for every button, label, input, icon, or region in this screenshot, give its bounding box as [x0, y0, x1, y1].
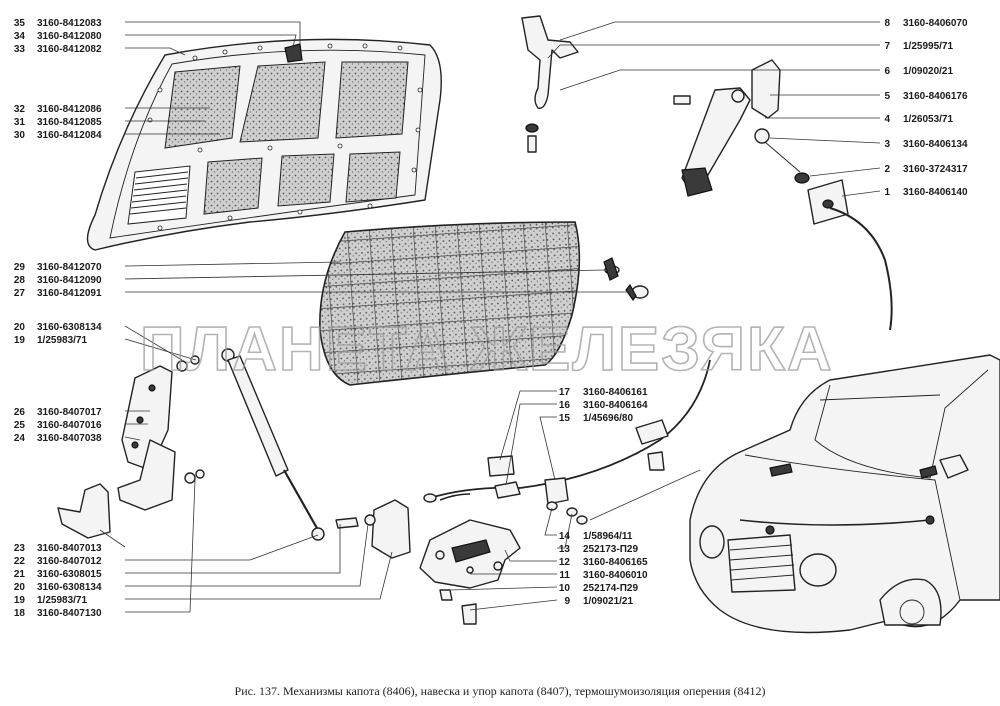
label-part-code: 3160-8412082: [37, 44, 102, 55]
label-number: 11: [559, 570, 570, 581]
label-number: 35: [14, 18, 26, 29]
label-part-code: 3160-8406176: [903, 91, 968, 102]
mat-clip-lower: [625, 283, 649, 302]
label-number: 7: [884, 41, 890, 52]
label-part-code: 1/25983/71: [37, 595, 87, 606]
watermark: ПЛАНЕТА ЖЕЛЕЗЯКА: [140, 315, 834, 384]
leader-lines: [99, 21, 881, 613]
label-number: 1: [884, 187, 890, 198]
label-number: 32: [14, 104, 26, 115]
label-part-code: 3160-8407013: [37, 543, 102, 554]
label-part-code: 3160-8406140: [903, 187, 968, 198]
label-part-code: 3160-6308134: [37, 582, 102, 593]
label-number: 17: [559, 387, 571, 398]
label-part-code: 3160-8406010: [583, 570, 648, 581]
label-number: 29: [14, 262, 26, 273]
label-number: 24: [14, 433, 26, 444]
label-part-code: 1/58964/11: [583, 531, 633, 542]
label-number: 13: [559, 544, 571, 555]
label-number: 8: [884, 18, 890, 29]
hood-lock: [419, 519, 521, 625]
hood-gas-strut: [221, 348, 325, 541]
insulation-pad-upper-center: [239, 61, 326, 143]
label-number: 4: [884, 114, 890, 125]
label-part-code: 3160-8407017: [37, 407, 102, 418]
label-number: 2: [884, 164, 890, 175]
label-number: 20: [14, 582, 26, 593]
figure-caption: Рис. 137. Механизмы капота (8406), навес…: [234, 684, 766, 698]
label-number: 26: [14, 407, 26, 418]
label-part-code: 3160-8412083: [37, 18, 102, 29]
label-part-code: 3160-8406134: [903, 139, 968, 150]
label-part-code: 3160-8412091: [37, 288, 102, 299]
insulation-pad-lower-2: [277, 153, 335, 207]
label-number: 12: [559, 557, 571, 568]
insulation-pad-lower-3: [345, 151, 401, 203]
release-cable: [423, 359, 711, 525]
label-part-code: 1/26053/71: [903, 114, 953, 125]
label-part-code: 3160-8412090: [37, 275, 102, 286]
label-part-code: 1/09021/21: [583, 596, 633, 607]
label-part-code: 3160-8412084: [37, 130, 102, 141]
label-part-code: 1/25995/71: [903, 41, 953, 52]
label-number: 10: [559, 583, 571, 594]
hood-lock-hook: [521, 15, 579, 153]
label-part-code: 252173-П29: [583, 544, 638, 555]
insulation-mat: [319, 221, 581, 386]
vehicle-illustration: [689, 354, 1000, 634]
label-number: 34: [14, 31, 26, 42]
label-part-code: 3160-6308134: [37, 322, 102, 333]
label-part-code: 3160-8412086: [37, 104, 102, 115]
label-part-code: 3160-3724317: [903, 164, 968, 175]
label-number: 28: [14, 275, 26, 286]
label-number: 30: [14, 130, 26, 141]
label-number: 21: [14, 569, 26, 580]
insulation-pad-upper-left: [164, 65, 241, 149]
label-part-code: 3160-8406070: [903, 18, 968, 29]
label-number: 27: [14, 288, 26, 299]
label-number: 14: [559, 531, 571, 542]
mat-clip-upper: [603, 257, 620, 281]
label-number: 25: [14, 420, 26, 431]
label-number: 23: [14, 543, 26, 554]
label-number: 18: [14, 608, 26, 619]
label-part-code: 3160-8407038: [37, 433, 102, 444]
label-number: 16: [559, 400, 571, 411]
label-number: 33: [14, 44, 26, 55]
label-part-code: 3160-8412085: [37, 117, 102, 128]
label-part-code: 3160-8406161: [583, 387, 648, 398]
label-part-code: 3160-8407130: [37, 608, 102, 619]
label-part-code: 1/25983/71: [37, 335, 87, 346]
label-part-code: 3160-6308015: [37, 569, 102, 580]
label-part-code: 3160-8406164: [583, 400, 648, 411]
insulation-pad-lower-1: [203, 157, 263, 215]
label-number: 9: [564, 596, 570, 607]
label-part-code: 1/09020/21: [903, 66, 953, 77]
label-part-code: 3160-8406165: [583, 557, 648, 568]
label-part-code: 252174-П29: [583, 583, 638, 594]
label-part-code: 1/45696/80: [583, 413, 633, 424]
label-number: 19: [14, 335, 26, 346]
label-number: 19: [14, 595, 26, 606]
label-number: 5: [884, 91, 890, 102]
label-part-code: 3160-8407016: [37, 420, 102, 431]
hood-stop-bracket: [335, 499, 411, 559]
label-number: 3: [884, 139, 890, 150]
label-number: 6: [884, 66, 890, 77]
label-part-code: 3160-8407012: [37, 556, 102, 567]
label-number: 20: [14, 322, 26, 333]
label-number: 22: [14, 556, 26, 567]
label-part-code: 3160-8412070: [37, 262, 102, 273]
hood-vent-grille: [127, 165, 191, 225]
label-number: 15: [559, 413, 571, 424]
release-handle-assembly: [673, 59, 893, 331]
hood-hinge: [57, 355, 205, 539]
label-number: 31: [14, 117, 26, 128]
label-part-code: 3160-8412080: [37, 31, 102, 42]
insulation-pad-upper-right: [335, 61, 409, 139]
hood-panel: [86, 38, 442, 251]
